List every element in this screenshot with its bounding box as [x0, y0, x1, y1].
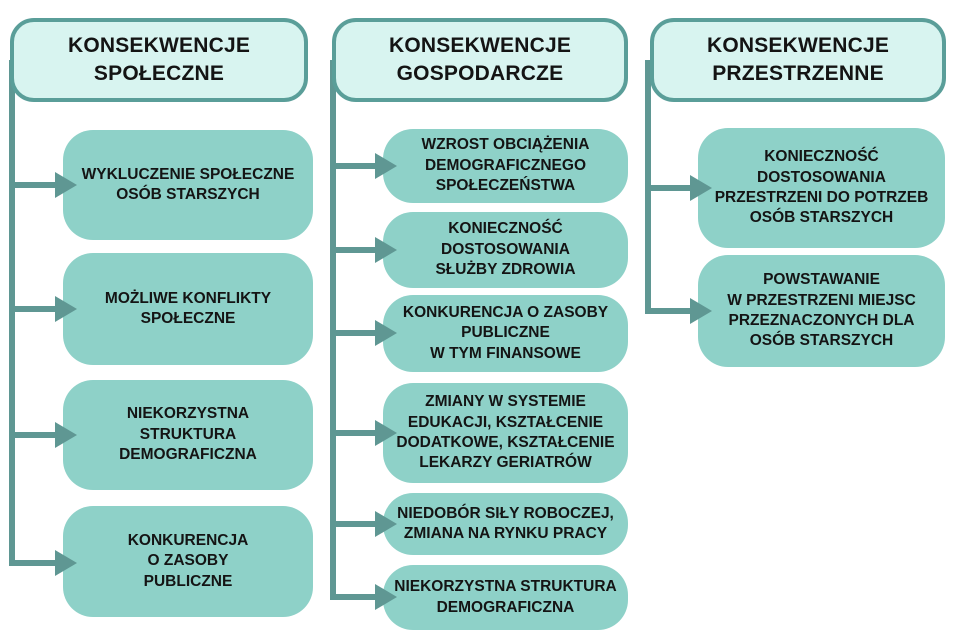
- arrow-shaft: [646, 308, 690, 314]
- arrow-right-icon: [375, 320, 397, 346]
- connector-arrow: [9, 550, 77, 576]
- connector-arrow: [9, 422, 77, 448]
- arrow-shaft: [9, 432, 55, 438]
- item-social-conflicts: MOŻLIWE KONFLIKTY SPOŁECZNE: [63, 253, 313, 365]
- arrow-shaft: [9, 306, 55, 312]
- item-economic-education-changes: ZMIANY W SYSTEMIE EDUKACJI, KSZTAŁCENIE …: [383, 383, 628, 483]
- arrow-right-icon: [690, 175, 712, 201]
- item-economic-demographic-burden: WZROST OBCIĄŻENIA DEMOGRAFICZNEGO SPOŁEC…: [383, 129, 628, 203]
- arrow-right-icon: [375, 237, 397, 263]
- arrow-shaft: [331, 430, 375, 436]
- connector-arrow: [9, 172, 77, 198]
- arrow-shaft: [331, 521, 375, 527]
- connector-arrow: [9, 296, 77, 322]
- connector-arrow: [331, 320, 397, 346]
- item-social-demographic-structure: NIEKORZYSTNA STRUKTURA DEMOGRAFICZNA: [63, 380, 313, 490]
- arrow-right-icon: [55, 172, 77, 198]
- arrow-right-icon: [375, 511, 397, 537]
- arrow-shaft: [331, 594, 375, 600]
- item-economic-labor-shortage: NIEDOBÓR SIŁY ROBOCZEJ, ZMIANA NA RYNKU …: [383, 493, 628, 555]
- arrow-shaft: [331, 330, 375, 336]
- arrow-shaft: [646, 185, 690, 191]
- arrow-shaft: [331, 247, 375, 253]
- arrow-right-icon: [375, 584, 397, 610]
- item-social-exclusion: WYKLUCZENIE SPOŁECZNE OSÓB STARSZYCH: [63, 130, 313, 240]
- arrow-shaft: [9, 560, 55, 566]
- arrow-shaft: [9, 182, 55, 188]
- column-social-header: KONSEKWENCJE SPOŁECZNE: [10, 18, 308, 102]
- arrow-shaft: [331, 163, 375, 169]
- connector-arrow: [331, 420, 397, 446]
- column-economic-header: KONSEKWENCJE GOSPODARCZE: [332, 18, 628, 102]
- connector-arrow: [331, 584, 397, 610]
- item-spatial-space-adaptation: KONIECZNOŚĆ DOSTOSOWANIA PRZESTRZENI DO …: [698, 128, 945, 248]
- connector-line: [9, 60, 15, 566]
- item-economic-healthcare-adaptation: KONIECZNOŚĆ DOSTOSOWANIA SŁUŻBY ZDROWIA: [383, 212, 628, 288]
- arrow-right-icon: [55, 296, 77, 322]
- connector-arrow: [331, 511, 397, 537]
- arrow-right-icon: [375, 153, 397, 179]
- item-spatial-senior-places: POWSTAWANIE W PRZESTRZENI MIEJSC PRZEZNA…: [698, 255, 945, 367]
- column-spatial-header: KONSEKWENCJE PRZESTRZENNE: [650, 18, 946, 102]
- arrow-right-icon: [55, 550, 77, 576]
- item-economic-demographic-structure: NIEKORZYSTNA STRUKTURA DEMOGRAFICZNA: [383, 565, 628, 630]
- item-economic-public-resources: KONKURENCJA O ZASOBY PUBLICZNE W TYM FIN…: [383, 295, 628, 372]
- connector-arrow: [331, 237, 397, 263]
- arrow-right-icon: [690, 298, 712, 324]
- connector-arrow: [646, 175, 712, 201]
- connector-arrow: [646, 298, 712, 324]
- item-social-resource-competition: KONKURENCJA O ZASOBY PUBLICZNE: [63, 506, 313, 617]
- connector-arrow: [331, 153, 397, 179]
- arrow-right-icon: [55, 422, 77, 448]
- arrow-right-icon: [375, 420, 397, 446]
